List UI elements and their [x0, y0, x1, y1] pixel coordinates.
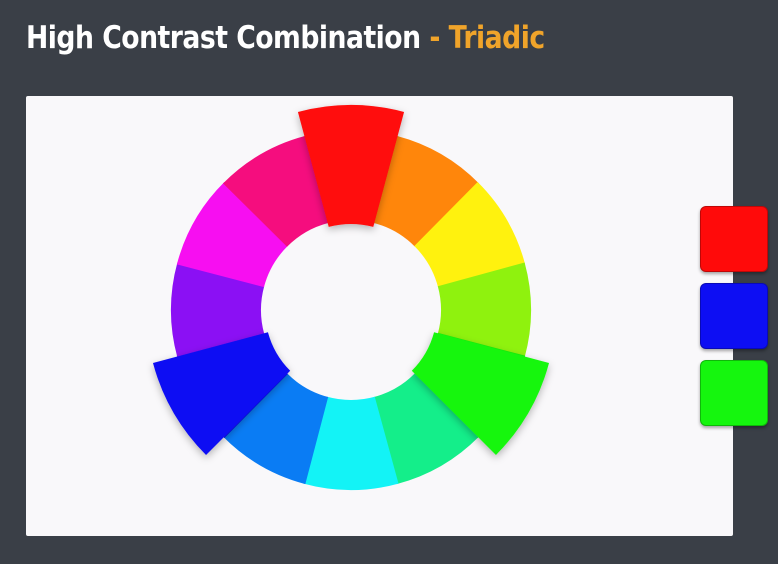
color-wheel: [152, 105, 550, 491]
palette-swatches: [700, 206, 768, 437]
wheel-segment-highlight-green: [411, 332, 550, 455]
wheel-segment-orange: [373, 135, 479, 247]
wheel-segment-magenta: [176, 182, 288, 288]
wheel-segment-yellow-green: [437, 262, 532, 358]
page-title: High Contrast Combination - Triadic: [26, 14, 545, 62]
wheel-segment-highlight-blue: [152, 332, 291, 455]
wheel-highlighted-segments: [152, 105, 550, 455]
wheel-segment-azure: [223, 373, 329, 485]
swatch-red: [700, 206, 768, 272]
wheel-segment-cyan: [303, 396, 399, 491]
title-main-text: High Contrast Combination: [26, 20, 421, 56]
swatch-green: [700, 360, 768, 426]
swatch-blue: [700, 283, 768, 349]
wheel-segment-highlight-red: [297, 105, 405, 227]
wheel-segment-rose: [223, 135, 329, 247]
title-accent-text: Triadic: [448, 20, 545, 56]
wheel-segment-spring-green: [373, 373, 479, 485]
color-wheel-canvas: [26, 96, 733, 536]
wheel-segment-violet: [170, 262, 265, 358]
title-separator: -: [429, 20, 440, 56]
wheel-segment-yellow: [414, 182, 526, 288]
